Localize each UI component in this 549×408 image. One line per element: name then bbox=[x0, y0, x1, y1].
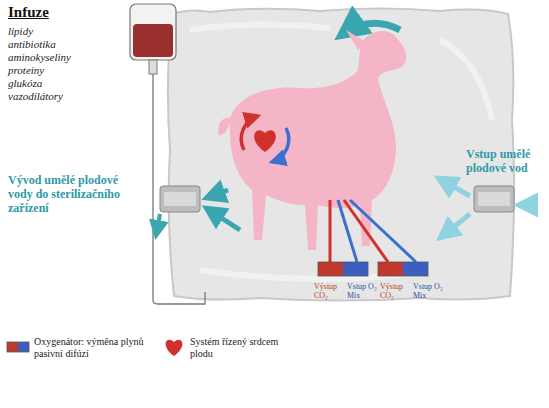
iv-bag bbox=[130, 4, 205, 304]
gas-port-label: Vstup O₂ Mix bbox=[413, 282, 447, 300]
inlet-port bbox=[474, 186, 514, 212]
legend-item: Systém řízený srdcem plodu bbox=[162, 336, 294, 359]
gas-port-label: Vstup O₂ Mix bbox=[347, 282, 378, 300]
lamb-fetus bbox=[218, 30, 406, 250]
infusion-item: glukóza bbox=[8, 77, 118, 90]
umbilical-vessels bbox=[330, 200, 416, 262]
oxygenator bbox=[318, 262, 368, 276]
inlet-label: Vstup umělé plodové vod bbox=[466, 148, 546, 176]
gas-port-label: Výstup CO₂ bbox=[314, 282, 345, 300]
outlet-port bbox=[160, 186, 200, 212]
outlet-label: Vývod umělé plodové vody do sterilizační… bbox=[8, 174, 120, 215]
infusion-item: lipidy bbox=[8, 25, 118, 38]
infusion-item: vazodilátory bbox=[8, 90, 118, 103]
infusion-heading: Infuze bbox=[8, 4, 98, 21]
fetal-heart bbox=[241, 116, 288, 162]
legend-text: Systém řízený srdcem plodu bbox=[190, 336, 294, 359]
biobag bbox=[168, 9, 514, 301]
legend-item: Oxygenátor: výměna plynů pasivní difúzí bbox=[6, 336, 146, 359]
infusion-item: proteiny bbox=[8, 64, 118, 77]
infusion-item: antibiotika bbox=[8, 38, 118, 51]
infusion-item: aminokyseliny bbox=[8, 51, 118, 64]
gas-port-label: Výstup CO₂ bbox=[380, 282, 411, 300]
legend-text: Oxygenátor: výměna plynů pasivní difúzí bbox=[34, 336, 146, 359]
oxygenator bbox=[378, 262, 428, 276]
oxygenator-swatch bbox=[6, 336, 30, 358]
heart-symbol bbox=[162, 336, 186, 358]
